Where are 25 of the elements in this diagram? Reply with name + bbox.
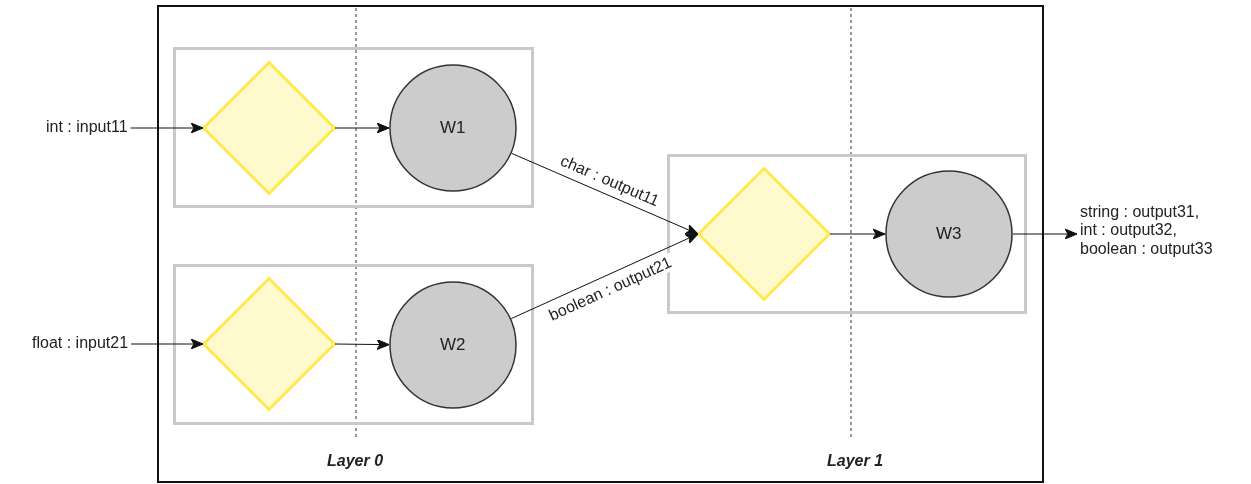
node-label: W1 bbox=[440, 118, 466, 138]
arrow bbox=[1012, 228, 1078, 240]
node-label: W2 bbox=[440, 335, 466, 355]
worker-circle bbox=[885, 170, 1013, 298]
port-label: int : input11 bbox=[46, 118, 128, 137]
arrow bbox=[130, 338, 204, 350]
layer-label: Layer 1 bbox=[827, 452, 884, 470]
port-label: string : output31, int : output32, boolean : output33 bbox=[1080, 203, 1214, 259]
arrow bbox=[334, 339, 390, 350]
worker-circle bbox=[389, 281, 517, 409]
decision-diamond bbox=[202, 61, 336, 195]
port-label: float : input21 bbox=[32, 334, 129, 353]
decision-diamond bbox=[697, 167, 831, 301]
layer-label: Layer 0 bbox=[327, 452, 384, 470]
decision-diamond bbox=[202, 277, 336, 411]
arrow bbox=[334, 122, 390, 134]
group-box bbox=[173, 47, 534, 208]
worker-circle bbox=[389, 64, 517, 192]
group-box bbox=[173, 264, 534, 425]
arrow bbox=[130, 122, 204, 134]
frame-box bbox=[157, 5, 1044, 483]
node-label: W3 bbox=[936, 224, 962, 244]
arrow bbox=[510, 233, 699, 320]
arrow bbox=[829, 228, 886, 240]
arrow bbox=[511, 152, 699, 235]
